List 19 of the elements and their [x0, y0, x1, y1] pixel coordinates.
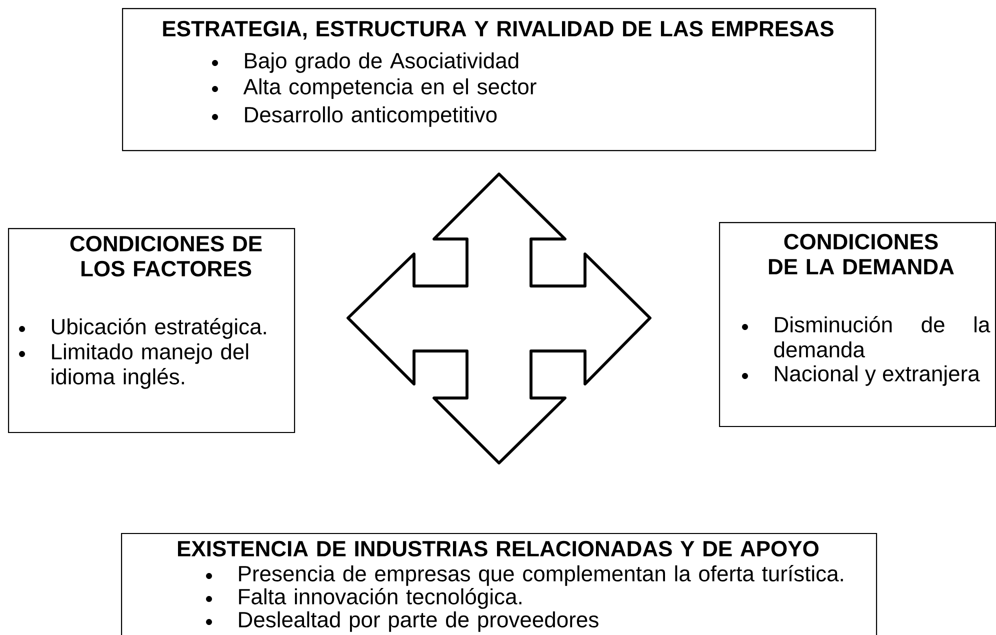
box-heading: CONDICIONES DE LA DEMANDA: [768, 234, 954, 274]
bullet-item: Deslealtad por parte de proveedores: [239, 611, 598, 632]
bullet-item: Presencia de empresas que complementan la oferta turística.: [239, 565, 843, 586]
box-heading: EXISTENCIA DE INDUSTRIAS RELACIONADAS Y DE APOYO: [178, 540, 818, 556]
bullet-item: Disminución de la demanda: [774, 316, 990, 358]
bullet-item: Falta innovación tecnológica.: [239, 588, 522, 609]
bullet-item: Limitado manejo del idioma inglés.: [52, 343, 248, 389]
four-way-arrow: [346, 172, 652, 464]
box-heading: ESTRATEGIA, ESTRUCTURA Y RIVALIDAD DE LAS EMPRESAS: [163, 20, 834, 40]
text-box: [121, 533, 878, 635]
text-box: [122, 8, 876, 152]
bullet-item: Alta competencia en el sector: [243, 78, 536, 99]
bullet-item: Nacional y extranjera: [775, 365, 980, 386]
bullet-item: Ubicación estratégica.: [52, 318, 266, 339]
text-box: [719, 222, 996, 428]
bullet-item: Desarrollo anticompetitivo: [245, 106, 497, 127]
bullet-item: Bajo grado de Asociatividad: [245, 52, 518, 73]
box-heading: CONDICIONES DE LOS FACTORES: [70, 236, 262, 276]
text-box: [8, 228, 296, 434]
